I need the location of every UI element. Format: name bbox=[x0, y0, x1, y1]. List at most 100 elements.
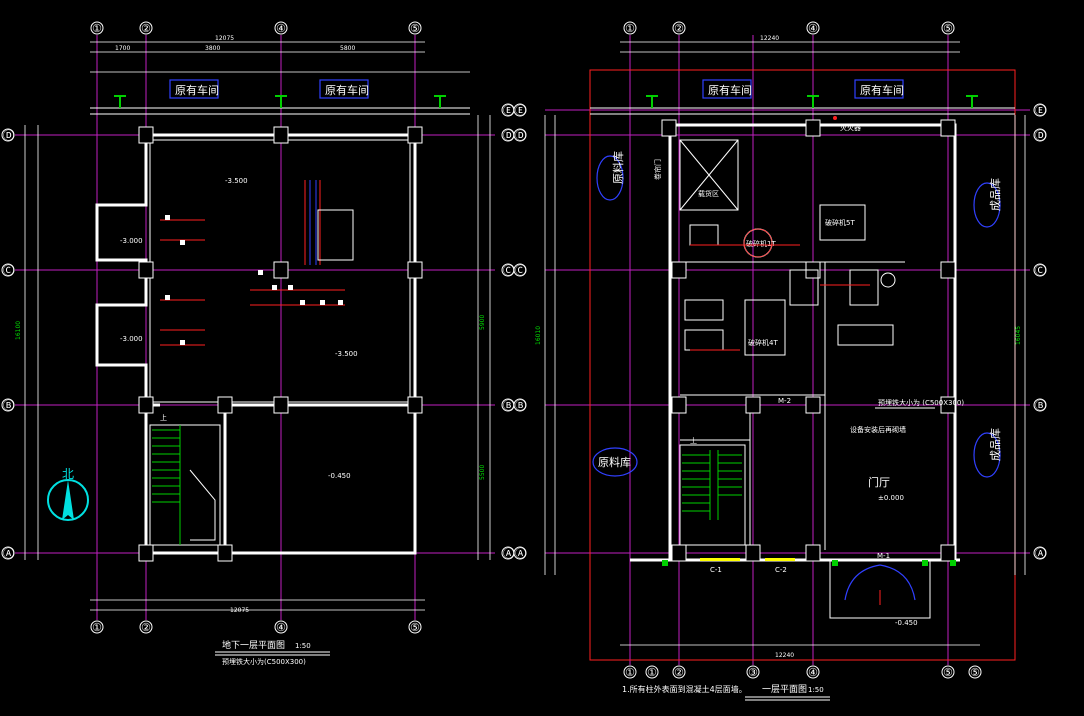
door-label: M-1 bbox=[877, 552, 890, 560]
garage-label: 原有车间 bbox=[175, 83, 219, 97]
garage-label: 原有车间 bbox=[708, 83, 752, 97]
svg-text:Ⓔ: Ⓔ bbox=[515, 104, 526, 117]
svg-text:Ⓑ: Ⓑ bbox=[3, 399, 14, 412]
svg-text:Ⓑ: Ⓑ bbox=[515, 399, 526, 412]
equipment-label: 破碎机1T bbox=[746, 239, 776, 248]
left-plan-subtitle: 预埋铁大小为(C500X300) bbox=[222, 657, 306, 666]
left-plan: ① ② ④ ⑤ ① ② ④ ⑤ Ⓓ Ⓒ Ⓑ Ⓐ Ⓔ Ⓓ Ⓒ Ⓑ Ⓐ bbox=[1, 21, 515, 666]
left-existing-garage: 原有车间 原有车间 bbox=[90, 79, 470, 115]
axis-label: ① bbox=[92, 22, 102, 35]
axis-label: ② bbox=[141, 22, 151, 35]
svg-text:Ⓑ: Ⓑ bbox=[503, 399, 514, 412]
left-plan-scale: 1:50 bbox=[295, 642, 311, 650]
svg-text:④: ④ bbox=[808, 22, 818, 35]
elevation-label: -3.000 bbox=[120, 335, 143, 343]
north-arrow-icon: 北 bbox=[47, 467, 89, 521]
room-label: 成品库 bbox=[989, 178, 1002, 211]
right-grid-lines bbox=[545, 35, 1030, 665]
right-annotations: 预埋铁大小为 (C500X300) 设备安装后再砌墙 灭火器 1.所有柱外表面到… bbox=[622, 116, 964, 694]
svg-text:5800: 5800 bbox=[340, 45, 355, 52]
svg-text:12075: 12075 bbox=[230, 607, 249, 614]
left-plan-title: 地下一层平面图 bbox=[222, 639, 285, 651]
equipment-note: 设备安装后再砌墙 bbox=[850, 425, 906, 434]
svg-text:5900: 5900 bbox=[479, 315, 486, 330]
svg-text:Ⓐ: Ⓐ bbox=[1035, 547, 1046, 560]
right-stair: 上 bbox=[679, 436, 746, 546]
svg-text:Ⓒ: Ⓒ bbox=[1035, 264, 1046, 277]
right-axis-top: ① ② ④ ⑤ bbox=[623, 21, 955, 35]
svg-text:①: ① bbox=[92, 621, 102, 634]
right-plan: ① ② ④ ⑤ ① ① ② ③ ④ ⑤ ⑤ Ⓔ Ⓓ Ⓒ Ⓑ Ⓐ Ⓔ Ⓓ Ⓒ Ⓑ bbox=[513, 21, 1047, 701]
svg-text:②: ② bbox=[674, 22, 684, 35]
svg-text:5500: 5500 bbox=[479, 465, 486, 480]
right-axis-left: Ⓔ Ⓓ Ⓒ Ⓑ Ⓐ bbox=[513, 103, 527, 560]
elevation-label: -3.500 bbox=[225, 177, 248, 185]
svg-text:Ⓐ: Ⓐ bbox=[503, 547, 514, 560]
elevation-label: ±0.000 bbox=[878, 494, 904, 502]
svg-text:Ⓓ: Ⓓ bbox=[515, 129, 526, 142]
svg-text:16100: 16100 bbox=[15, 321, 22, 340]
svg-text:②: ② bbox=[141, 621, 151, 634]
svg-text:16010: 16010 bbox=[535, 326, 542, 345]
right-room-labels: 原料库 原料库 成品库 成品库 门厅 ±0.000 bbox=[592, 151, 1002, 502]
window-label: C-2 bbox=[775, 566, 787, 574]
svg-text:④: ④ bbox=[808, 666, 818, 679]
svg-text:①: ① bbox=[625, 22, 635, 35]
right-dims-top: 12240 12240 bbox=[620, 35, 980, 659]
right-axis-bottom: ① ① ② ③ ④ ⑤ ⑤ bbox=[623, 665, 982, 679]
svg-text:3800: 3800 bbox=[205, 45, 220, 52]
left-elevations: -3.500 -3.000 -3.000 -3.500 -0.450 bbox=[120, 177, 358, 480]
svg-text:Ⓔ: Ⓔ bbox=[503, 104, 514, 117]
left-dims-top: 12075 1700 3800 5800 12075 bbox=[90, 35, 470, 614]
right-axis-right: Ⓔ Ⓓ Ⓒ Ⓑ Ⓐ bbox=[1033, 103, 1047, 560]
svg-text:Ⓒ: Ⓒ bbox=[503, 264, 514, 277]
garage-label: 原有车间 bbox=[860, 83, 904, 97]
svg-text:⑤: ⑤ bbox=[410, 621, 420, 634]
room-label: 原料库 bbox=[611, 151, 625, 184]
svg-text:Ⓒ: Ⓒ bbox=[515, 264, 526, 277]
left-axis-left: Ⓓ Ⓒ Ⓑ Ⓐ bbox=[1, 128, 15, 560]
lift-label: 载货区 bbox=[698, 189, 719, 198]
svg-text:⑤: ⑤ bbox=[943, 666, 953, 679]
elevation-label: -3.500 bbox=[335, 350, 358, 358]
elevation-label: -0.450 bbox=[328, 472, 351, 480]
axis-label: ④ bbox=[276, 22, 286, 35]
left-title-block: 地下一层平面图 1:50 预埋铁大小为(C500X300) bbox=[215, 639, 330, 666]
right-existing-garage: 原有车间 原有车间 bbox=[590, 79, 1015, 115]
svg-text:1700: 1700 bbox=[115, 45, 130, 52]
left-grid-lines bbox=[15, 35, 495, 620]
left-walls bbox=[95, 133, 417, 555]
svg-text:12240: 12240 bbox=[760, 35, 779, 42]
right-plan-title: 一层平面图 bbox=[762, 684, 807, 695]
right-entry: M-1 -0.450 C-1 C-2 M-2 bbox=[662, 397, 956, 627]
svg-text:Ⓐ: Ⓐ bbox=[515, 547, 526, 560]
svg-text:①: ① bbox=[647, 666, 657, 679]
room-label: 成品库 bbox=[989, 428, 1002, 461]
left-axis-right: Ⓔ Ⓓ Ⓒ Ⓑ Ⓐ bbox=[501, 103, 515, 560]
elevation-label: -3.000 bbox=[120, 237, 143, 245]
left-stair: 上 bbox=[149, 413, 221, 546]
right-plan-scale: 1:50 bbox=[808, 686, 824, 694]
svg-text:12075: 12075 bbox=[215, 35, 234, 42]
svg-text:⑤: ⑤ bbox=[943, 22, 953, 35]
equipment-label: 破碎机5T bbox=[825, 218, 855, 227]
svg-text:Ⓑ: Ⓑ bbox=[1035, 399, 1046, 412]
svg-text:Ⓓ: Ⓓ bbox=[3, 129, 14, 142]
left-side-dims: 16100 5500 5900 bbox=[15, 115, 491, 560]
svg-text:Ⓔ: Ⓔ bbox=[1035, 104, 1046, 117]
svg-text:①: ① bbox=[625, 666, 635, 679]
svg-text:⑤: ⑤ bbox=[970, 666, 980, 679]
equipment-label: 破碎机4T bbox=[748, 338, 778, 347]
right-equipment: 破碎机5T 破碎机1T 破碎机4T bbox=[684, 204, 896, 356]
svg-text:Ⓒ: Ⓒ bbox=[3, 264, 14, 277]
svg-text:④: ④ bbox=[276, 621, 286, 634]
svg-text:Ⓐ: Ⓐ bbox=[3, 547, 14, 560]
right-title-block: 一层平面图 1:50 bbox=[745, 684, 830, 701]
right-columns bbox=[661, 119, 956, 562]
room-label: 原料库 bbox=[598, 455, 631, 469]
left-embeds bbox=[160, 180, 354, 346]
embed-note: 预埋铁大小为 (C500X300) bbox=[878, 398, 964, 407]
svg-text:②: ② bbox=[674, 666, 684, 679]
lift-shaft: 载货区 卷帘门 bbox=[653, 139, 739, 211]
